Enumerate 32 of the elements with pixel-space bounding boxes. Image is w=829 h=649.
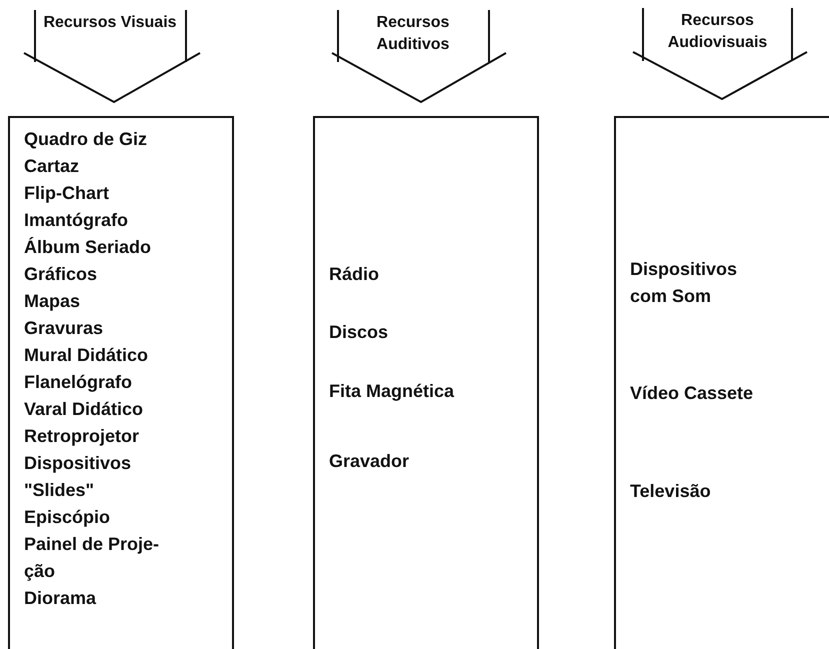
list-item: Flanelógrafo [24,371,134,394]
list-item: Flip-Chart [24,182,110,205]
list-item: Quadro de Giz [24,128,148,151]
list-column-box [313,116,539,649]
down-block-arrow [23,9,201,104]
list-item: Cartaz [24,155,80,178]
arrow-label: Recursos Visuais [42,13,178,33]
list-item: Discos [329,321,390,344]
list-item: Retroprojetor [24,425,140,448]
list-item: Rádio [329,263,380,286]
arrow-label: Recursos Auditivos [376,13,450,55]
list-item: Diorama [24,587,98,610]
list-item: Dispositivos com Som [630,258,738,308]
list-item: Televisão [630,480,712,503]
list-item: Fita Magnética [329,380,456,403]
list-item: Mural Didático [24,344,150,367]
down-block-arrow [331,9,507,104]
list-item: Mapas [24,290,82,313]
list-item: Varal Didático [24,398,144,421]
list-item: Gráficos [24,263,98,286]
list-item: Gravuras [24,317,104,340]
down-block-arrow [632,7,808,100]
arrow-label: Recursos Audiovisuais [666,11,768,53]
list-item: Painel de Proje- ção [24,533,160,583]
list-item: Imantógrafo [24,209,130,232]
list-item: Vídeo Cassete [630,382,754,405]
list-column-box [8,116,234,649]
list-item: Dispositivos "Slides" [24,452,132,502]
list-column-box [614,116,829,649]
list-item: Álbum Seriado [24,236,152,259]
list-item: Episcópio [24,506,112,529]
list-item: Gravador [329,450,410,473]
